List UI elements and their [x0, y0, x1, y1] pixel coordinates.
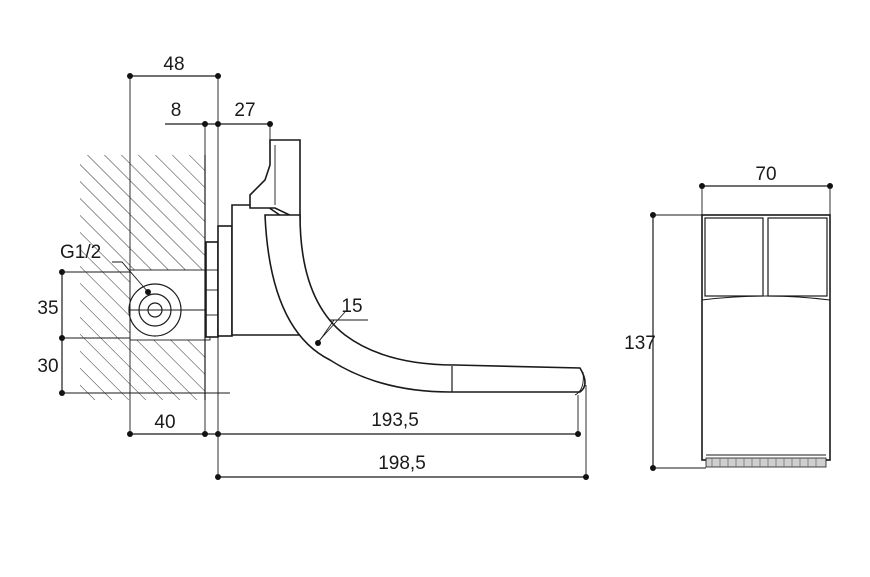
- thread-callout: G1/2: [60, 242, 151, 295]
- dimension-193-5: 193,5: [218, 395, 581, 437]
- label-40: 40: [154, 412, 175, 433]
- label-35: 35: [37, 298, 58, 319]
- front-view: 70 137: [624, 164, 833, 471]
- wall-section: [80, 155, 210, 400]
- label-48: 48: [163, 54, 184, 75]
- side-view: 48 8 27 G1/2: [37, 54, 589, 480]
- label-193-5: 193,5: [371, 410, 419, 431]
- spout: [264, 214, 586, 396]
- label-137: 137: [624, 333, 656, 354]
- dimension-48: 48: [127, 54, 221, 340]
- front-body: [701, 214, 831, 468]
- aerator-outlet: [705, 457, 827, 468]
- dimension-137: 137: [624, 212, 706, 471]
- label-30: 30: [37, 356, 58, 377]
- dimension-198-5: 198,5: [215, 336, 589, 480]
- label-8: 8: [171, 100, 182, 121]
- wall-flange: [205, 225, 233, 338]
- label-198-5: 198,5: [378, 453, 426, 474]
- dimension-40: 40: [127, 340, 221, 437]
- dimension-8: 8: [165, 100, 221, 155]
- label-thread: G1/2: [60, 242, 101, 263]
- dimension-70: 70: [699, 164, 833, 215]
- dimension-15: 15: [315, 296, 368, 346]
- dimension-27: 27: [218, 100, 273, 142]
- label-27: 27: [234, 100, 255, 121]
- label-15: 15: [341, 296, 362, 317]
- label-70: 70: [755, 164, 776, 185]
- lever-handle: [249, 139, 301, 222]
- dimension-35-30: 35 30: [37, 269, 230, 396]
